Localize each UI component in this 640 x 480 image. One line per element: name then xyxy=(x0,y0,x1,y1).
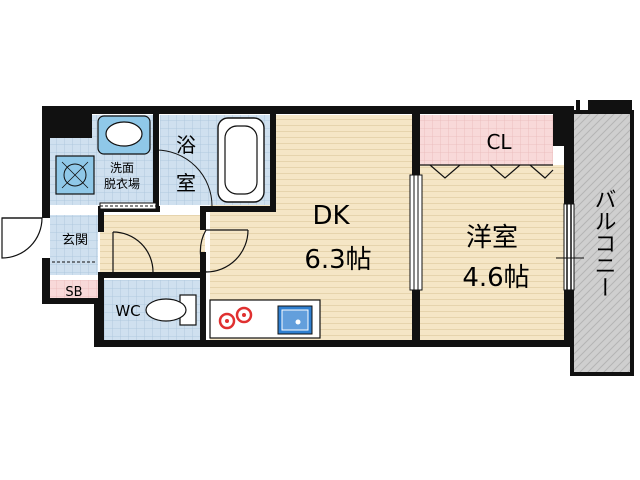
entrance-door xyxy=(1,217,43,259)
bath-label-top: 浴 xyxy=(176,133,196,157)
bathtub xyxy=(217,117,265,203)
bath-label-bottom: 室 xyxy=(176,171,196,195)
western-room-size-label: 4.6帖 xyxy=(462,263,529,293)
shoe-box-label: SB xyxy=(65,285,82,300)
entrance-floor xyxy=(50,215,98,275)
western-room-label: 洋室 xyxy=(466,223,518,253)
bath-door xyxy=(99,149,213,210)
hall-door xyxy=(112,231,154,273)
washroom-label-top: 洗面 xyxy=(110,161,134,175)
closet-doors xyxy=(420,164,554,179)
kitchen-sink xyxy=(277,305,313,335)
dk-sliding-door xyxy=(409,174,423,291)
balcony-label: バルコニー xyxy=(591,188,616,298)
stove xyxy=(218,306,253,330)
washroom-label-bottom: 脱衣場 xyxy=(104,176,140,191)
washbasin xyxy=(97,115,151,155)
closet-floor xyxy=(420,115,553,165)
toilet-label: WC xyxy=(115,302,140,320)
washing-machine xyxy=(55,155,95,195)
dk-door xyxy=(199,229,249,273)
dk-label: DK xyxy=(312,201,350,231)
dk-size-label: 6.3帖 xyxy=(304,245,371,275)
balcony-top-wall xyxy=(588,100,632,114)
shoe-box-floor xyxy=(50,280,98,302)
closet-label: CL xyxy=(486,130,512,154)
balcony-window xyxy=(556,203,584,291)
balcony-floor xyxy=(573,112,633,374)
entrance-label: 玄関 xyxy=(62,233,88,248)
western-room-floor xyxy=(420,165,568,340)
toilet-fixture xyxy=(145,294,197,326)
